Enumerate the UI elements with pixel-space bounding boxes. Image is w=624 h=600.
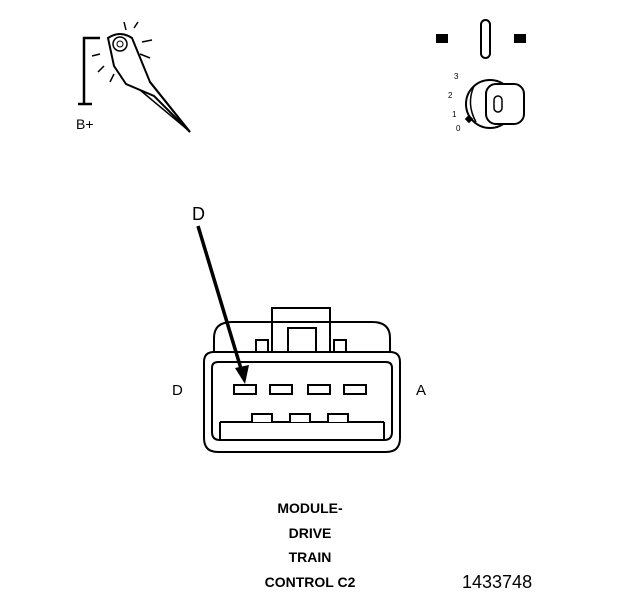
figure-id: 1433748 xyxy=(462,572,533,592)
ignition-position-3: 3 xyxy=(454,72,459,81)
ignition-position-2: 2 xyxy=(448,91,453,100)
cavity-d xyxy=(233,384,257,395)
caption-line-1: MODULE- xyxy=(277,500,343,516)
cavity-a xyxy=(343,384,367,395)
test-light-probe-icon xyxy=(78,21,191,133)
cavity-c xyxy=(269,384,293,395)
cavity-b xyxy=(307,384,331,395)
caption-line-2: DRIVE xyxy=(288,525,332,541)
connector-c2-body xyxy=(203,307,401,453)
connector-left-label: D xyxy=(172,382,183,399)
caption-line-4: CONTROL C2 xyxy=(264,574,356,590)
pointer-label: D xyxy=(192,204,205,224)
ignition-position-0: 0 xyxy=(456,124,461,133)
ignition-key-icon xyxy=(436,19,526,129)
b-plus-label: B+ xyxy=(76,116,94,132)
ignition-position-1: 1 xyxy=(452,110,457,119)
pointer-arrow xyxy=(196,225,249,384)
caption-line-3: TRAIN xyxy=(288,549,332,565)
connector-right-label: A xyxy=(416,382,427,399)
connector-cavities xyxy=(233,384,367,422)
